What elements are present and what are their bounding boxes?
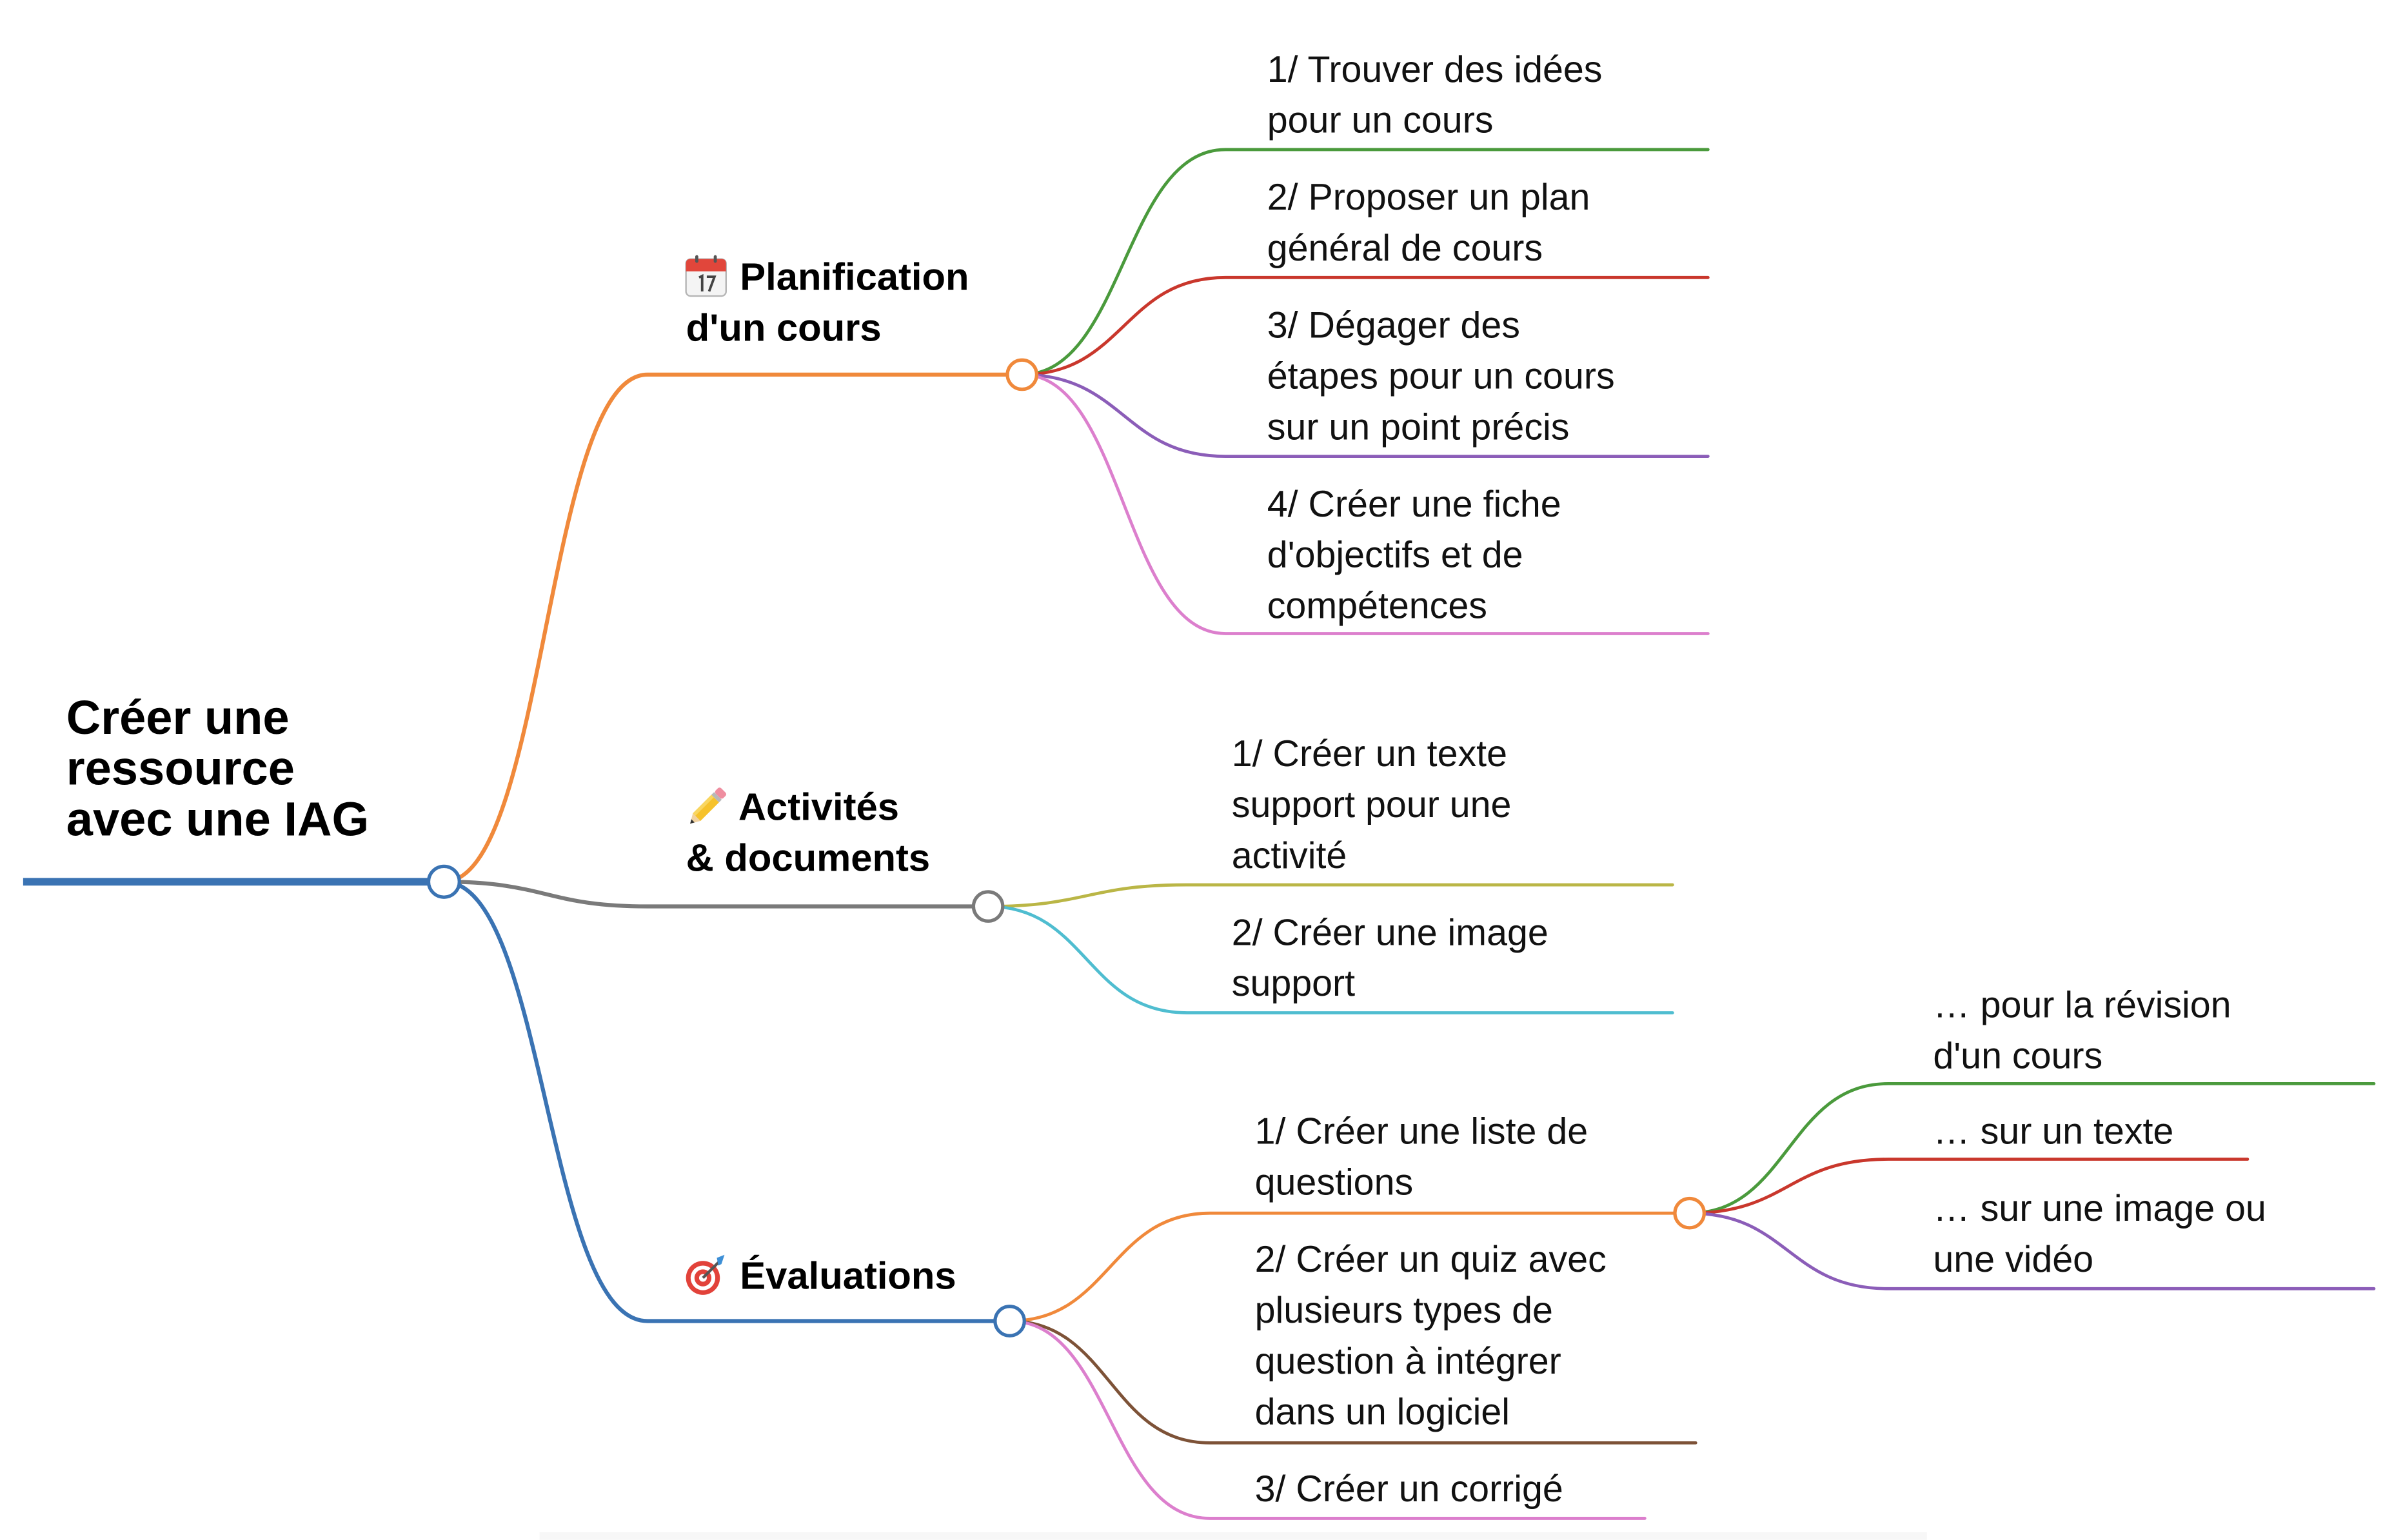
branch-label-line: Activités: [738, 785, 899, 829]
branch-label-evaluations: Évaluations: [686, 1254, 956, 1297]
leaf-label-line: 2/ Créer un quiz avec: [1255, 1239, 1607, 1280]
connector-activites: [442, 880, 991, 909]
branch-label-line: & documents: [686, 836, 930, 880]
leaf-label-line: sur un point précis: [1267, 406, 1570, 448]
leaf-label-line: d'objectifs et de: [1267, 535, 1523, 576]
target-icon: [686, 1254, 725, 1295]
leaf-label-line: … sur une image ou: [1933, 1188, 2266, 1229]
connector-leaf: [1020, 275, 1710, 377]
subleaf-image-video: … sur une image ou une vidéo: [1933, 1188, 2266, 1280]
root-node-toggle[interactable]: [426, 864, 461, 899]
pencil-icon: [690, 787, 727, 824]
leaf-label-line: 2/ Proposer un plan: [1267, 177, 1590, 218]
subleaf-revision: … pour la révision d'un cours: [1933, 985, 2231, 1077]
branch-label-planification: Planification d'un cours: [685, 255, 969, 349]
leaf-label-line: support pour une: [1232, 784, 1512, 825]
activites-node-toggle[interactable]: [971, 890, 1005, 923]
leaf-label-line: une vidéo: [1933, 1239, 2093, 1280]
branch-label-line: Planification: [740, 255, 969, 298]
connector-leaf: [1008, 1211, 1692, 1323]
branch-label-line: Évaluations: [740, 1254, 956, 1297]
leaf-corrige: 3/ Créer un corrigé: [1255, 1468, 1563, 1510]
leaf-label-line: 1/ Trouver des idées: [1267, 49, 1603, 90]
leaf-label-line: dans un logiciel: [1255, 1392, 1510, 1433]
leaf-quiz: 2/ Créer un quiz avec plusieurs types de…: [1255, 1239, 1607, 1433]
leaf-label-line: … pour la révision: [1933, 985, 2231, 1026]
leaf-label-line: pour un cours: [1267, 100, 1494, 141]
subleaf-texte: … sur un texte: [1933, 1111, 2173, 1152]
leaf-label-line: étapes pour un cours: [1267, 355, 1615, 397]
leaf-label-line: compétences: [1267, 586, 1487, 627]
branch-label-line: d'un cours: [686, 306, 882, 349]
root-label-line: avec une IAG: [66, 793, 369, 846]
connector-leaf: [1008, 1319, 1697, 1445]
connector-leaf: [1020, 373, 1710, 458]
evaluations-node-toggle[interactable]: [993, 1305, 1026, 1338]
root-label-line: Créer une: [66, 691, 290, 744]
connector-leaf: [986, 905, 1674, 1014]
questions-node-toggle[interactable]: [1673, 1196, 1706, 1230]
branch-label-activites: Activités & documents: [686, 785, 930, 880]
planification-node-toggle[interactable]: [1005, 358, 1039, 391]
leaf-trouver-idees: 1/ Trouver des idées pour un cours: [1267, 49, 1603, 141]
leaf-fiche-objectifs: 4/ Créer une fiche d'objectifs et de com…: [1267, 484, 1561, 627]
root-label: Créer une ressource avec une IAG: [66, 691, 369, 846]
connector-subleaf: [1688, 1158, 2250, 1215]
connector-planification: [442, 372, 1024, 884]
calendar-icon: [685, 255, 727, 297]
leaf-degager-etapes: 3/ Dégager des étapes pour un cours sur …: [1267, 305, 1615, 448]
connector-leaf: [1020, 373, 1710, 635]
leaf-label-line: activité: [1232, 835, 1347, 876]
connector-leaf: [1008, 1319, 1647, 1520]
leaf-label-line: 1/ Créer une liste de: [1255, 1111, 1588, 1152]
leaf-proposer-plan: 2/ Proposer un plan général de cours: [1267, 177, 1590, 269]
leaf-image-support: 2/ Créer une image support: [1232, 912, 1548, 1004]
bottom-shadow: [540, 1532, 1927, 1540]
leaf-label-line: 4/ Créer une fiche: [1267, 484, 1561, 525]
leaf-label-line: 2/ Créer une image: [1232, 912, 1548, 953]
leaf-label-line: plusieurs types de: [1255, 1290, 1553, 1331]
connector-subleaf: [1688, 1211, 2376, 1290]
root-label-line: ressource: [66, 742, 295, 795]
leaf-label-line: 1/ Créer un texte: [1232, 733, 1507, 775]
connector-evaluations: [442, 880, 1012, 1323]
leaf-texte-support: 1/ Créer un texte support pour une activ…: [1232, 733, 1512, 876]
leaf-label-line: d'un cours: [1933, 1036, 2102, 1077]
leaf-liste-questions: 1/ Créer une liste de questions: [1255, 1111, 1588, 1203]
leaf-label-line: … sur un texte: [1933, 1111, 2173, 1152]
leaf-label-line: 3/ Dégager des: [1267, 305, 1520, 346]
leaf-label-line: question à intégrer: [1255, 1341, 1561, 1382]
connector-leaf: [1020, 148, 1710, 377]
connector-subleaf: [1688, 1082, 2376, 1215]
leaf-label-line: support: [1232, 963, 1355, 1004]
leaf-label-line: général de cours: [1267, 228, 1543, 269]
leaf-label-line: 3/ Créer un corrigé: [1255, 1468, 1563, 1510]
leaf-label-line: questions: [1255, 1162, 1414, 1203]
connector-leaf: [986, 883, 1674, 908]
